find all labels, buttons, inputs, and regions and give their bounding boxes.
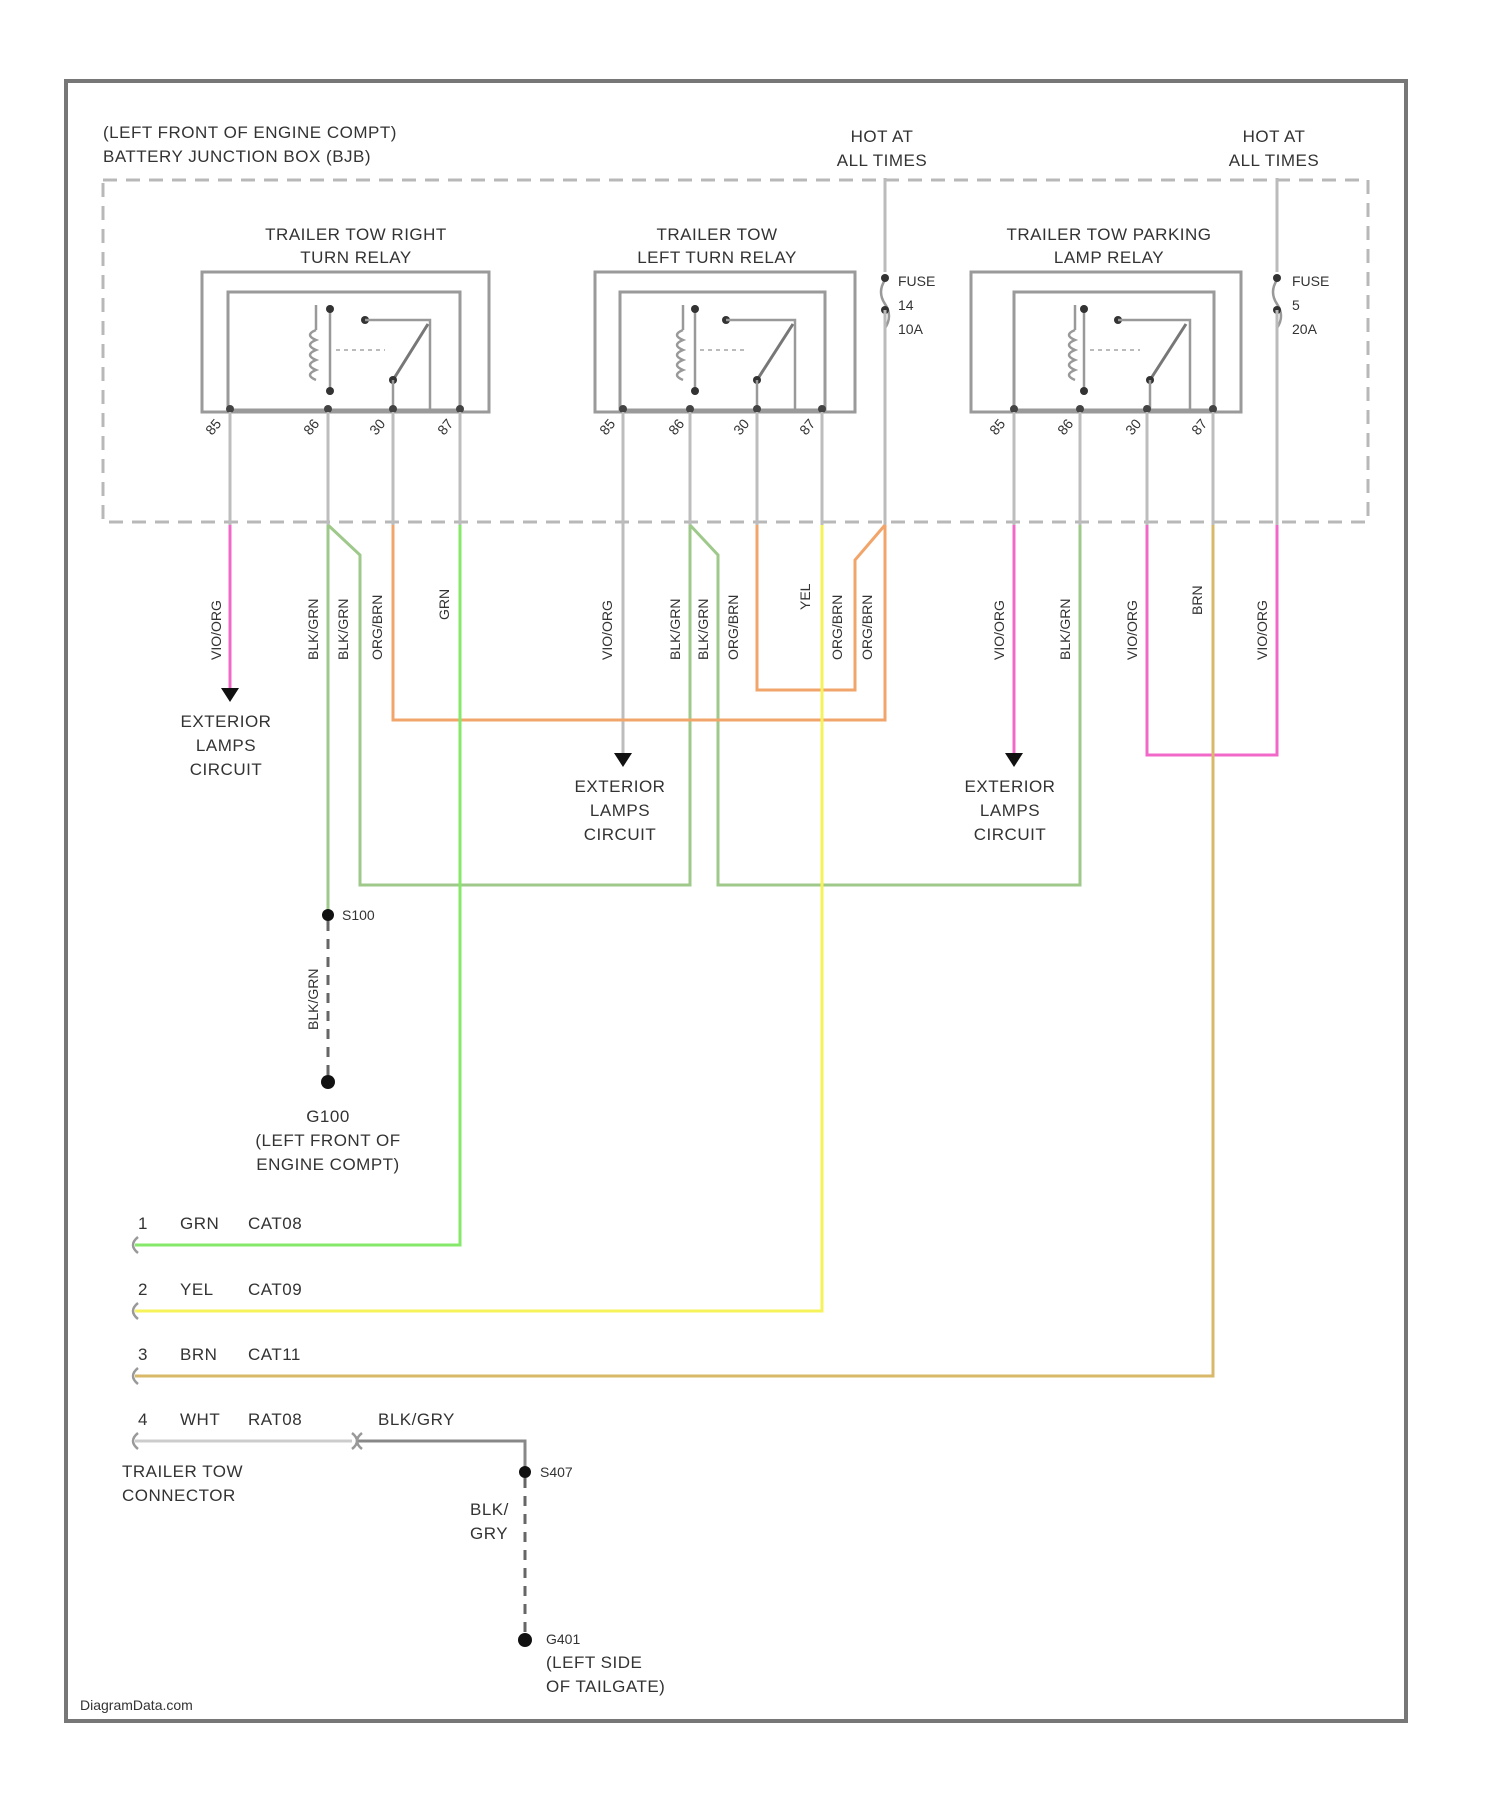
connector-row3-color: BRN [180,1345,217,1364]
splice-s407-label: S407 [540,1464,573,1480]
connector-row4-color: WHT [180,1410,220,1429]
hot-label-2-line1: HOT AT [1243,127,1306,146]
exterior-lamps-1-line3: CIRCUIT [190,760,262,779]
relay2-pin-86: 86 [665,416,687,438]
exterior-lamps-3-line1: EXTERIOR [965,777,1056,796]
wire-label-vio-org-5: VIO/ORG [1254,600,1270,660]
relay1-pin-30: 30 [366,416,388,438]
connector-name-line1: TRAILER TOW [122,1462,243,1481]
ground-g401-id: G401 [546,1631,580,1647]
connector-row3-circuit: CAT11 [248,1345,301,1364]
wire-label-org-brn-2c: ORG/BRN [859,595,875,660]
relay-right-turn-name-1: TRAILER TOW RIGHT [265,225,447,244]
wire-label-grn-1: GRN [436,589,452,620]
fuse-5-rating: 20A [1292,321,1318,337]
connector-row1-pin: 1 [138,1214,148,1233]
connector-row1-color: GRN [180,1214,219,1233]
wire-label-blk-grn-ground: BLK/GRN [305,969,321,1030]
ground-g401-line2: OF TAILGATE) [546,1677,665,1696]
relay-left-turn [595,272,855,412]
fuse-14-label: FUSE [898,273,935,289]
relay2-pin-87: 87 [796,416,818,438]
relay-parking-name-2: LAMP RELAY [1054,248,1164,267]
ground-g100-line2: ENGINE COMPT) [256,1155,399,1174]
wire-label-brn: BRN [1189,585,1205,615]
connector-row4-circuit: RAT08 [248,1410,302,1429]
hot-label-1-line1: HOT AT [851,127,914,146]
diagram-frame [66,81,1406,1721]
rear-wire-line2: GRY [470,1524,508,1543]
junction-box-location: (LEFT FRONT OF ENGINE COMPT) [103,123,397,142]
wire-label-vio-org-3: VIO/ORG [991,600,1007,660]
fuse-14-rating: 10A [898,321,924,337]
ground-g100-line1: (LEFT FRONT OF [255,1131,400,1150]
wire-label-yel: YEL [797,583,813,610]
wire-label-blk-grn-1b: BLK/GRN [335,599,351,660]
exterior-lamps-2-line1: EXTERIOR [575,777,666,796]
fuse-5-label: FUSE [1292,273,1329,289]
ground-g100-id: G100 [306,1107,350,1126]
wire-label-blk-grn-2b: BLK/GRN [695,599,711,660]
hot-label-1-line2: ALL TIMES [837,151,927,170]
relay1-pin-87: 87 [434,416,456,438]
arrow-exterior-lamps-2 [614,753,632,767]
connector-row2-pin: 2 [138,1280,148,1299]
ground-g100 [321,1075,335,1089]
ground-g401 [518,1633,532,1647]
arrow-exterior-lamps-3 [1005,753,1023,767]
fuse-5 [1273,178,1281,525]
wire-label-org-brn-2a: ORG/BRN [725,595,741,660]
relay-parking-lamp [971,272,1241,412]
relay1-pin-85: 85 [202,416,224,438]
wire-label-org-brn-1: ORG/BRN [369,595,385,660]
relay-left-turn-name-2: LEFT TURN RELAY [637,248,797,267]
wire-label-blk-grn-3: BLK/GRN [1057,599,1073,660]
wire-label-vio-org-2: VIO/ORG [599,600,615,660]
relay-right-turn [202,272,489,412]
relay-parking-name-1: TRAILER TOW PARKING [1006,225,1211,244]
wire-label-vio-org-1: VIO/ORG [208,600,224,660]
splice-s407 [519,1466,531,1478]
connector-wire-blk-gry: BLK/GRY [378,1410,455,1429]
connector-row1-circuit: CAT08 [248,1214,302,1233]
rear-wire-line1: BLK/ [470,1500,509,1519]
wire-label-blk-grn-1a: BLK/GRN [305,599,321,660]
connector-row4-pin: 4 [138,1410,148,1429]
relay1-pin-86: 86 [300,416,322,438]
splice-s100 [322,909,334,921]
junction-box-name: BATTERY JUNCTION BOX (BJB) [103,147,371,166]
relay-right-turn-name-2: TURN RELAY [300,248,411,267]
splice-s100-label: S100 [342,907,375,923]
fuse-14-number: 14 [898,297,914,313]
relay3-pin-86: 86 [1054,416,1076,438]
connector-row3-pin: 3 [138,1345,148,1364]
wire-label-blk-grn-2a: BLK/GRN [667,599,683,660]
connector-row2-color: YEL [180,1280,214,1299]
relay2-pin-85: 85 [596,416,618,438]
footer-watermark: DiagramData.com [80,1697,193,1713]
exterior-lamps-1-line2: LAMPS [196,736,256,755]
exterior-lamps-1-line1: EXTERIOR [181,712,272,731]
fuse-14 [881,178,889,525]
relay-left-turn-name-1: TRAILER TOW [656,225,777,244]
connector-name-line2: CONNECTOR [122,1486,236,1505]
hot-label-2-line2: ALL TIMES [1229,151,1319,170]
connector-row2-circuit: CAT09 [248,1280,302,1299]
wire-label-org-brn-2b: ORG/BRN [829,595,845,660]
wire-blk-gry-connector [356,1441,525,1470]
relay3-pin-87: 87 [1188,416,1210,438]
exterior-lamps-2-line2: LAMPS [590,801,650,820]
fuse-5-number: 5 [1292,297,1300,313]
arrow-exterior-lamps-1 [221,688,239,702]
wire-label-vio-org-4: VIO/ORG [1124,600,1140,660]
relay3-pin-85: 85 [986,416,1008,438]
exterior-lamps-3-line2: LAMPS [980,801,1040,820]
relay3-pin-30: 30 [1122,416,1144,438]
exterior-lamps-3-line3: CIRCUIT [974,825,1046,844]
exterior-lamps-2-line3: CIRCUIT [584,825,656,844]
ground-g401-line1: (LEFT SIDE [546,1653,642,1672]
relay2-pin-30: 30 [730,416,752,438]
